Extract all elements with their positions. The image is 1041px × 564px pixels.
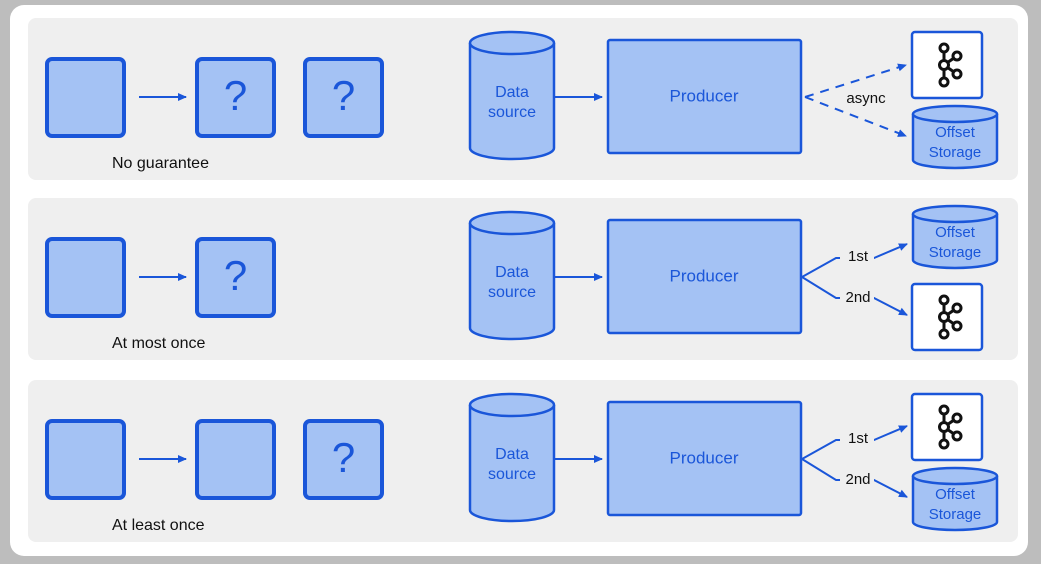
kafka-icon-node [938, 311, 950, 323]
kafka-topic-box [910, 392, 984, 462]
row-at-most-once: ? At most once Data source Producer 1st 2nd Off… [45, 204, 999, 352]
branch-label-bg [840, 428, 874, 448]
branch-label-first: 1st [848, 248, 869, 265]
branch-label-bg [840, 469, 874, 489]
offset-storage-cylinder-top [911, 104, 999, 124]
question-mark: ? [224, 72, 247, 119]
data-source-cylinder-top [468, 392, 556, 418]
branch-label-second: 2nd [845, 471, 870, 488]
branch-label-async: async [846, 90, 886, 107]
offset-storage-cylinder-label-line1: Offset [935, 224, 976, 241]
kafka-icon-node [938, 42, 950, 54]
producer-box [606, 400, 803, 517]
row-caption: No guarantee [112, 155, 209, 172]
message-box [45, 57, 126, 138]
row-caption: At most once [112, 335, 205, 352]
kafka-icon-node [938, 59, 950, 71]
producer-label: Producer [670, 448, 739, 467]
offset-storage-cylinder [911, 204, 999, 270]
message-box [195, 237, 276, 318]
data-source-cylinder [468, 392, 556, 523]
row-caption: At least once [112, 517, 205, 534]
kafka-icon-node [938, 328, 950, 340]
data-source-label-line1: Data [495, 446, 529, 463]
offset-storage-cylinder-label-line2: Storage [929, 144, 982, 161]
kafka-icon-node [951, 430, 963, 442]
offset-storage-cylinder-top [911, 204, 999, 224]
question-mark: ? [332, 434, 355, 481]
branch-top-arrow [804, 63, 907, 98]
row-no-guarantee: ?? No guarantee Data source Producer asyncOff… [45, 30, 999, 172]
offset-storage-cylinder-label-line1: Offset [935, 486, 976, 503]
data-source-cylinder [468, 210, 556, 341]
data-source-cylinder-body [468, 223, 556, 341]
question-mark: ? [224, 252, 247, 299]
message-box [195, 419, 276, 500]
kafka-topic-box [910, 282, 984, 352]
kafka-icon-node [938, 76, 950, 88]
row-at-least-once: ? At least once Data source Producer 1st 2ndOf… [45, 392, 999, 534]
kafka-logo-icon [938, 294, 963, 340]
kafka-icon-node [938, 404, 950, 416]
offset-storage-cylinder-body [911, 214, 999, 270]
offset-storage-cylinder-body [911, 476, 999, 532]
branch-label-bg [840, 246, 874, 266]
offset-storage-cylinder-top [911, 466, 999, 486]
kafka-icon-node [951, 68, 963, 80]
question-mark: ? [332, 72, 355, 119]
message-box [45, 419, 126, 500]
message-box [195, 57, 276, 138]
offset-storage-cylinder-label-line2: Storage [929, 506, 982, 523]
data-source-label-line1: Data [495, 84, 529, 101]
kafka-icon-node [951, 412, 963, 424]
kafka-icon-node [951, 320, 963, 332]
producer-label: Producer [670, 86, 739, 105]
offset-storage-cylinder-label-line2: Storage [929, 244, 982, 261]
data-source-cylinder-top [468, 30, 556, 56]
branch-bottom-arrow [804, 96, 907, 137]
producer-box [606, 218, 803, 335]
kafka-icon-node [938, 294, 950, 306]
offset-storage-cylinder [911, 466, 999, 532]
offset-storage-cylinder-label-line1: Offset [935, 124, 976, 141]
message-box [303, 419, 384, 500]
data-source-label-line2: source [488, 466, 536, 483]
message-box [45, 237, 126, 318]
branch-label-first: 1st [848, 430, 869, 447]
producer-label: Producer [670, 266, 739, 285]
data-source-label-line2: source [488, 284, 536, 301]
kafka-icon-node [938, 421, 950, 433]
data-source-cylinder-body [468, 405, 556, 523]
kafka-logo-icon [938, 404, 963, 450]
data-source-label-line2: source [488, 104, 536, 121]
data-source-cylinder-body [468, 43, 556, 161]
branch-label-second: 2nd [845, 289, 870, 306]
data-source-cylinder-top [468, 210, 556, 236]
offset-storage-cylinder-body [911, 114, 999, 170]
producer-box [606, 38, 803, 155]
kafka-logo-icon [938, 42, 963, 88]
kafka-icon-node [951, 302, 963, 314]
kafka-icon-node [938, 438, 950, 450]
data-source-label-line1: Data [495, 264, 529, 281]
data-source-cylinder [468, 30, 556, 161]
kafka-icon-node [951, 50, 963, 62]
branch-label-bg [840, 287, 874, 307]
offset-storage-cylinder [911, 104, 999, 170]
kafka-topic-box [910, 30, 984, 100]
message-box [303, 57, 384, 138]
